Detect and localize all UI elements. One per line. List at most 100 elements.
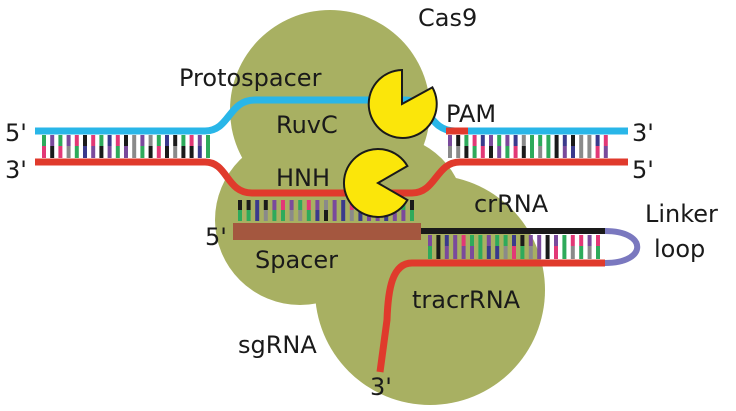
- base-pair-tick: [579, 146, 584, 158]
- base-pair-tick: [513, 135, 518, 146]
- base-pair-tick: [349, 210, 354, 221]
- base-pair-tick: [173, 146, 178, 158]
- base-pair-tick: [538, 135, 543, 146]
- ruvc-label: RuvC: [276, 111, 338, 139]
- base-pair-tick: [595, 146, 600, 158]
- base-pair-tick: [596, 246, 600, 259]
- base-pair-tick: [587, 235, 592, 246]
- base-pair-tick: [148, 146, 153, 158]
- base-pair-tick: [156, 146, 161, 158]
- base-pair-tick: [124, 135, 128, 146]
- base-pair-tick: [596, 235, 600, 246]
- base-pair-tick: [513, 146, 518, 158]
- base-pair-tick: [444, 246, 449, 259]
- base-pair-tick: [181, 146, 186, 158]
- base-pair-tick: [448, 135, 452, 146]
- base-pair-tick: [545, 235, 550, 246]
- crrna-label: crRNA: [474, 190, 549, 218]
- base-pair-tick: [410, 200, 414, 210]
- bottom-right-5prime-label: 5': [632, 156, 654, 184]
- base-pair-tick: [132, 135, 137, 146]
- base-pair-tick: [503, 235, 508, 246]
- base-pair-tick: [554, 246, 558, 259]
- base-pair-tick: [42, 135, 46, 146]
- base-pair-tick: [537, 235, 542, 246]
- pam-label: PAM: [446, 100, 496, 128]
- base-pair-tick: [255, 210, 260, 221]
- base-pair-tick: [74, 135, 79, 146]
- base-pair-tick: [603, 135, 608, 146]
- base-pair-tick: [99, 135, 104, 146]
- base-pair-tick: [480, 146, 485, 158]
- base-pair-tick: [289, 210, 294, 221]
- base-pair-tick: [306, 210, 311, 221]
- base-pair-tick: [410, 210, 414, 221]
- ruvc-domain: [367, 68, 438, 139]
- base-pair-tick: [505, 146, 510, 158]
- base-pair-tick: [50, 135, 55, 146]
- base-pair-tick: [528, 246, 533, 259]
- base-pair-tick: [444, 235, 449, 246]
- spacer-label: Spacer: [255, 246, 338, 274]
- base-pair-tick: [448, 146, 452, 158]
- base-pair-tick: [562, 235, 567, 246]
- base-pair-tick: [83, 135, 87, 146]
- base-pair-tick: [579, 235, 584, 246]
- base-pair-tick: [530, 135, 534, 146]
- base-pair-tick: [140, 146, 145, 158]
- base-pair-tick: [571, 146, 575, 158]
- base-pair-tick: [83, 146, 87, 158]
- base-pair-tick: [272, 200, 277, 210]
- base-pair-tick: [486, 246, 491, 259]
- base-pair-tick: [521, 146, 526, 158]
- base-pair-tick: [571, 135, 575, 146]
- base-pair-tick: [520, 235, 525, 246]
- tracrrna-strand: [376, 259, 605, 373]
- base-pair-tick: [91, 146, 96, 158]
- tracrrna-label: tracrRNA: [412, 286, 521, 314]
- base-pair-tick: [306, 200, 311, 210]
- spacer-5prime-label: 5': [205, 223, 227, 251]
- base-pair-tick: [298, 200, 303, 210]
- base-pair-tick: [538, 146, 543, 158]
- base-pair-tick: [579, 135, 584, 146]
- base-pair-tick: [66, 146, 71, 158]
- base-pair-tick: [358, 210, 363, 221]
- base-pair-tick: [456, 146, 461, 158]
- base-pair-tick: [91, 135, 96, 146]
- base-pair-tick: [503, 246, 508, 259]
- base-pair-tick: [58, 146, 63, 158]
- base-pair-tick: [546, 146, 551, 158]
- base-pair-tick: [562, 135, 567, 146]
- base-pair-tick: [472, 146, 477, 158]
- base-pair-tick: [528, 235, 533, 246]
- base-pair-tick: [587, 135, 592, 146]
- base-pair-tick: [554, 135, 559, 146]
- base-pair-tick: [495, 246, 500, 259]
- base-pair-tick: [74, 146, 79, 158]
- base-pair-tick: [497, 146, 502, 158]
- base-pair-tick: [332, 200, 337, 210]
- base-pair-tick: [107, 135, 112, 146]
- spacer-rna: [233, 223, 421, 240]
- target-dna-strand: [35, 96, 628, 135]
- base-pair-tick: [206, 135, 210, 146]
- base-pair-tick: [165, 135, 169, 146]
- base-pair-tick: [140, 135, 145, 146]
- base-pairs-left: [42, 135, 210, 158]
- base-pair-tick: [464, 135, 469, 146]
- hnh-domain: [343, 148, 409, 218]
- base-pair-tick: [315, 210, 320, 221]
- base-pair-tick: [453, 235, 458, 246]
- base-pair-tick: [464, 146, 469, 158]
- base-pair-tick: [289, 200, 294, 210]
- base-pair-tick: [263, 200, 268, 210]
- base-pair-tick: [497, 135, 502, 146]
- base-pair-tick: [554, 235, 558, 246]
- base-pair-tick: [505, 135, 510, 146]
- base-pair-tick: [480, 135, 485, 146]
- base-pair-tick: [436, 246, 441, 259]
- base-pair-tick: [472, 135, 477, 146]
- base-pair-tick: [165, 146, 169, 158]
